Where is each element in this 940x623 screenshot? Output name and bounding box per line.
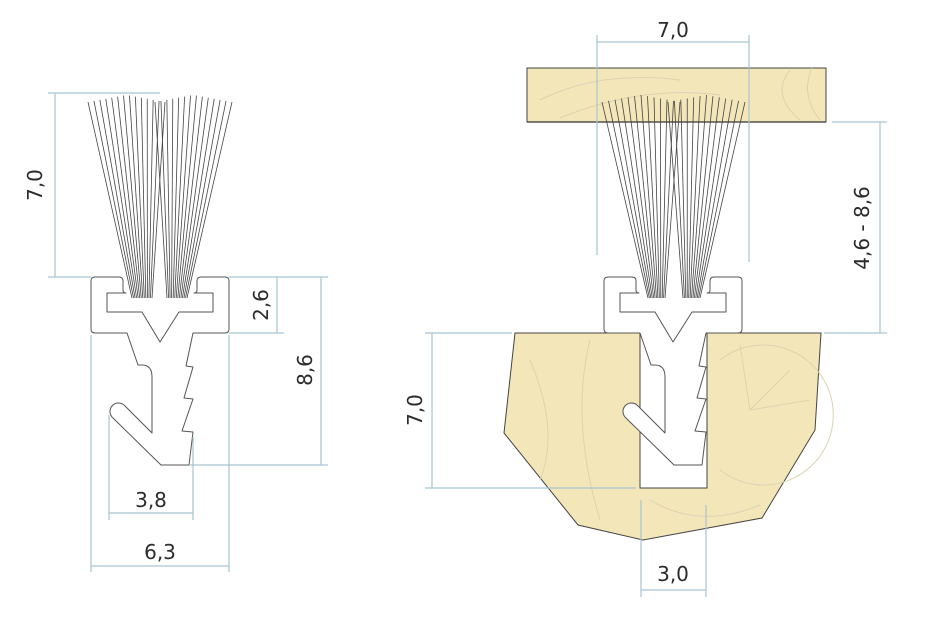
bristle (688, 97, 695, 299)
bristle (180, 97, 209, 299)
left-seal-profile (90, 276, 230, 466)
bristle (183, 99, 221, 299)
bristle (87, 101, 133, 299)
bristle (160, 100, 169, 299)
bristle (186, 101, 233, 299)
brush-bristles (87, 94, 746, 299)
bristle (698, 100, 739, 299)
bristle (134, 96, 145, 299)
bristle (614, 99, 652, 299)
bristle (111, 97, 139, 299)
bristle (627, 97, 655, 299)
bristle (105, 98, 138, 299)
bristle (621, 98, 653, 299)
bristle (680, 99, 687, 299)
bristle (148, 99, 154, 299)
bristle (140, 97, 147, 299)
bristle (175, 95, 191, 299)
dim-right-groove-depth: 7,0 (403, 394, 427, 426)
bristle (185, 100, 227, 299)
bristle (181, 98, 215, 299)
dim-right-gap-range: 4,6 - 8,6 (850, 186, 874, 270)
bristle (178, 96, 203, 299)
bristle (689, 96, 701, 299)
bristle (691, 94, 707, 299)
left-dimensions: 7,0 2,6 8,6 3,8 6,3 (23, 92, 328, 572)
bristle (93, 100, 134, 299)
bristle (174, 96, 186, 299)
bristle (653, 97, 660, 299)
bristle (150, 100, 160, 299)
bristle (123, 95, 142, 299)
bristle (692, 96, 714, 299)
bristle (667, 101, 684, 299)
bristle (664, 101, 681, 299)
bristle (166, 99, 171, 299)
bristle (154, 101, 168, 299)
bristle (172, 97, 180, 299)
bristle (674, 100, 685, 299)
dim-left-brush-height: 7,0 (23, 169, 47, 201)
bristle (634, 96, 656, 299)
bristle (608, 100, 650, 299)
bristle (640, 94, 657, 299)
dim-left-stem-width: 3,8 (135, 488, 167, 512)
dim-left-total-height: 8,6 (293, 354, 317, 386)
dim-left-head-width: 6,3 (144, 540, 176, 564)
bristle (177, 95, 197, 299)
wood-top-board (526, 67, 827, 123)
bristle (661, 99, 668, 299)
bristle (151, 101, 166, 299)
bristle (117, 96, 141, 299)
bristle (699, 101, 746, 299)
right-dimensions: 7,0 4,6 - 8,6 7,0 3,0 (403, 18, 887, 597)
dim-right-brush-height: 7,0 (657, 18, 689, 42)
bristle (695, 98, 727, 299)
bristle (693, 97, 720, 299)
bristle (171, 98, 174, 299)
dim-left-head-height: 2,6 (249, 289, 273, 321)
bristle (99, 99, 136, 299)
bristle (129, 95, 144, 299)
dim-right-groove-width: 3,0 (657, 562, 689, 586)
bristle (663, 100, 674, 299)
bristle (601, 101, 649, 299)
bristle (696, 99, 733, 299)
bristle (647, 96, 659, 299)
